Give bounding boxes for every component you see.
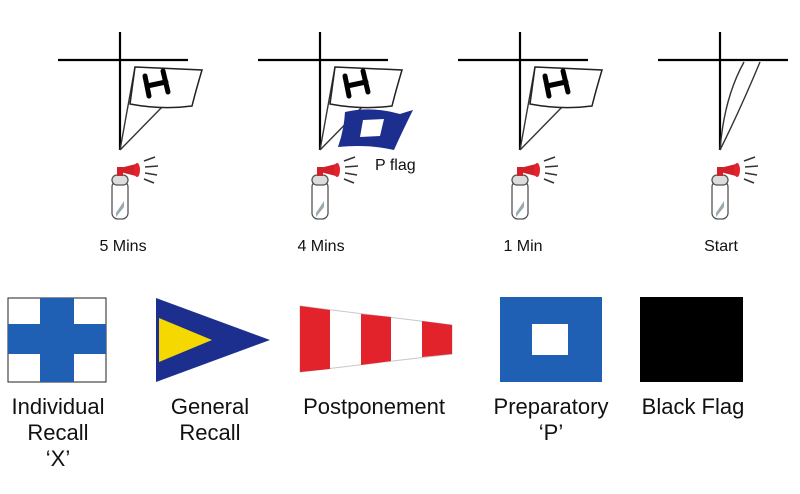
flag-label-postponement: Postponement — [303, 394, 445, 419]
mast-start — [658, 32, 788, 220]
flag-individual-recall-x — [7, 297, 107, 383]
horn-icon — [511, 156, 559, 220]
mast-1-min — [458, 32, 602, 220]
flag-label-black-flag: Black Flag — [641, 394, 745, 419]
mast-4-mins — [258, 32, 413, 220]
h-flag — [330, 67, 402, 108]
horn-icon — [311, 156, 359, 220]
flag-postponement — [299, 305, 453, 373]
time-label-4-mins: 4 Mins — [297, 238, 345, 255]
time-label-start: Start — [704, 238, 738, 255]
h-flag — [130, 67, 202, 108]
h-flag — [530, 67, 602, 108]
time-label-5-mins: 5 Mins — [99, 238, 147, 255]
p-flag — [338, 109, 413, 150]
time-label-1-min: 1 Min — [503, 238, 543, 255]
horn-icon — [111, 156, 159, 220]
mast-5-mins — [58, 32, 202, 220]
flag-label-general-recall: General Recall — [170, 394, 250, 445]
flag-preparatory-p — [500, 297, 602, 382]
flag-black — [640, 297, 743, 382]
p-flag-label: P flag — [375, 157, 416, 174]
flag-label-individual-recall: Individual Recall ‘X’ — [11, 394, 105, 471]
flag-general-recall — [156, 298, 270, 382]
horn-icon — [711, 156, 759, 220]
flag-label-preparatory: Preparatory ‘P’ — [493, 394, 609, 445]
